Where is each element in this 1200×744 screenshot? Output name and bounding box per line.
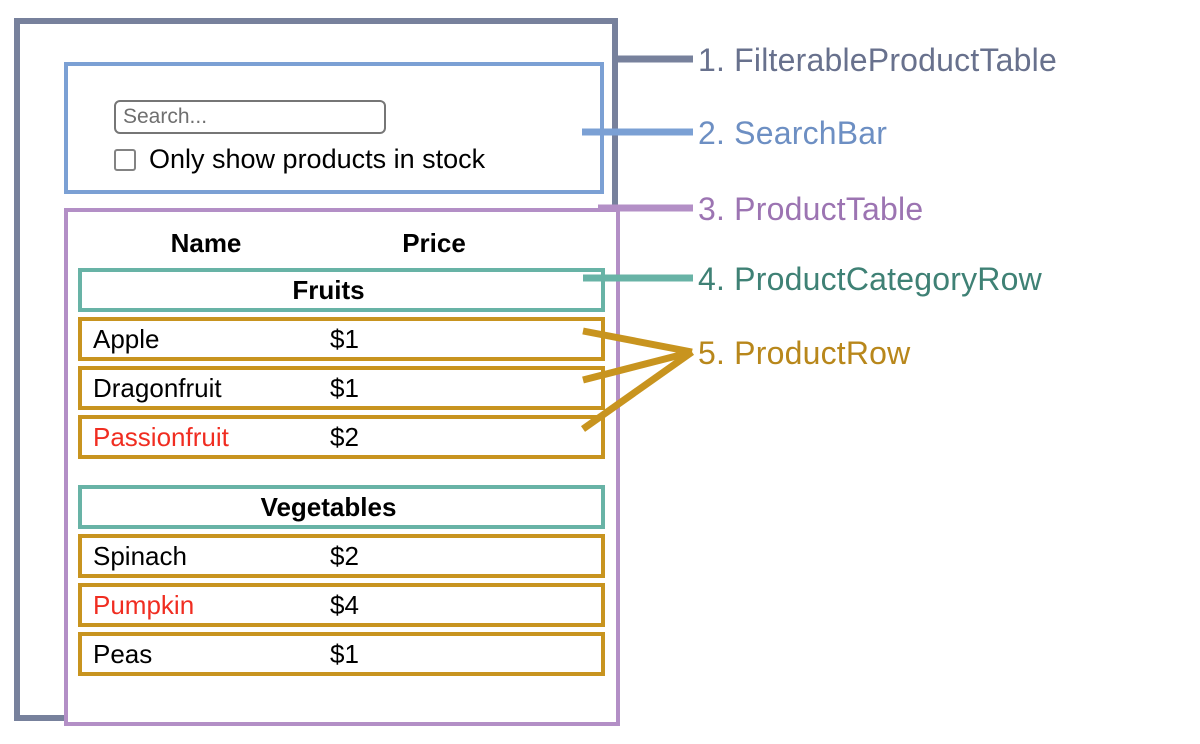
product-name: Apple <box>93 323 160 354</box>
product-category-label: Vegetables <box>260 491 397 522</box>
product-price: $4 <box>330 589 359 620</box>
product-row: Peas $1 <box>78 632 605 676</box>
product-table-frame: Name Price Fruits Apple $1 Dragonfruit $… <box>64 208 620 726</box>
in-stock-filter-label: Only show products in stock <box>149 144 486 174</box>
product-table-header: Name Price <box>78 222 606 264</box>
column-header-name: Name <box>170 227 242 258</box>
product-row: Spinach $2 <box>78 534 605 578</box>
product-price: $1 <box>330 323 359 354</box>
search-bar-frame: Search... Only show products in stock <box>64 62 604 194</box>
product-category-label: Fruits <box>292 274 365 305</box>
column-header-price: Price <box>402 227 466 258</box>
annotation-label-product-category-row: 4. ProductCategoryRow <box>698 261 1042 297</box>
product-row: Passionfruit $2 <box>78 415 605 459</box>
product-category-row: Fruits <box>78 268 605 312</box>
filterable-product-table-frame: Search... Only show products in stock Na… <box>14 18 620 726</box>
product-price: $2 <box>330 421 359 452</box>
in-stock-filter-row[interactable]: Only show products in stock <box>114 146 485 173</box>
search-input[interactable]: Search... <box>114 100 386 134</box>
product-price: $1 <box>330 372 359 403</box>
annotation-label-search-bar: 2. SearchBar <box>698 115 888 151</box>
product-row: Dragonfruit $1 <box>78 366 605 410</box>
product-table-body: Fruits Apple $1 Dragonfruit $1 Passionfr… <box>78 268 614 681</box>
annotation-label-filterable-product-table: 1. FilterableProductTable <box>698 42 1057 78</box>
annotation-label-product-row: 5. ProductRow <box>698 335 911 371</box>
product-category-row: Vegetables <box>78 485 605 529</box>
product-name: Spinach <box>93 540 187 571</box>
product-name-out-of-stock: Passionfruit <box>93 421 229 452</box>
product-price: $1 <box>330 638 359 669</box>
product-name: Peas <box>93 638 153 669</box>
product-name: Dragonfruit <box>93 372 222 403</box>
product-name-out-of-stock: Pumpkin <box>93 589 195 620</box>
product-row: Apple $1 <box>78 317 605 361</box>
product-row: Pumpkin $4 <box>78 583 605 627</box>
annotation-label-product-table: 3. ProductTable <box>698 191 924 227</box>
group-spacer <box>78 464 614 485</box>
checkbox-icon[interactable] <box>114 148 136 171</box>
product-price: $2 <box>330 540 359 571</box>
